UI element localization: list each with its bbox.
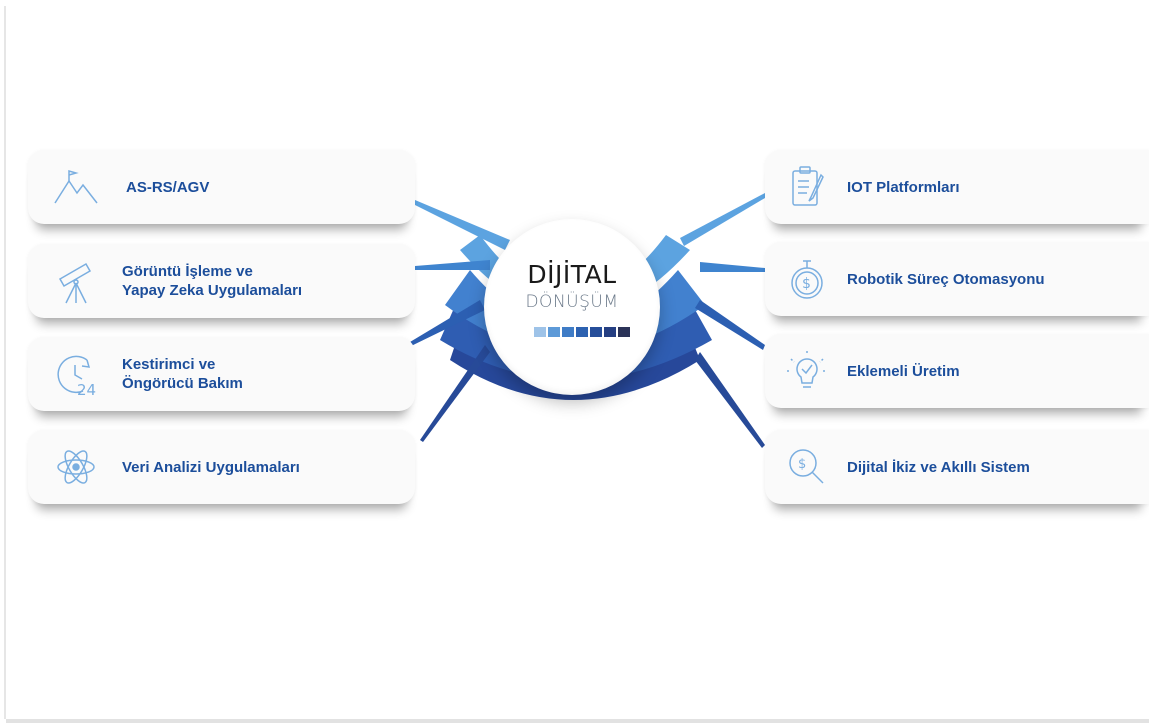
card-label: Görüntü İşleme ve Yapay Zeka Uygulamalar… [122,263,303,299]
card-veri-analizi[interactable]: Veri Analizi Uygulamaları [28,430,415,504]
card-label: Eklemeli Üretim [847,362,960,380]
svg-text:24: 24 [77,381,96,397]
connector-right-1 [680,193,765,246]
card-as-rs-agv[interactable]: AS-RS/AGV [28,150,415,224]
card-label: IOT Platformları [847,178,960,196]
central-hub: DİJİTAL DÖNÜŞÜM [484,219,660,395]
card-label: Robotik Süreç Otomasyonu [847,270,1045,288]
card-goruntu-isleme[interactable]: Görüntü İşleme ve Yapay Zeka Uygulamalar… [28,244,415,318]
color-swatch [562,327,574,337]
clock-24-icon: 24 [52,350,100,398]
card-dijital-ikiz[interactable]: $ Dijital İkiz ve Akıllı Sistem [765,430,1149,504]
card-label: AS-RS/AGV [126,178,210,196]
mountain-flag-icon [52,163,100,211]
color-swatch [618,327,630,337]
color-swatch-row [534,327,630,337]
card-iot-platformlari[interactable]: IOT Platformları [765,150,1149,224]
color-swatch [576,327,588,337]
lightbulb-check-icon [783,347,831,395]
card-kestirimci-bakim[interactable]: 24 Kestirimci ve Öngörücü Bakım [28,337,415,411]
color-swatch [590,327,602,337]
connector-right-4 [695,352,765,448]
card-eklemeli-uretim[interactable]: Eklemeli Üretim [765,334,1149,408]
connector-left-2 [415,260,490,270]
connector-right-3 [695,300,765,350]
card-label: Dijital İkiz ve Akıllı Sistem [847,458,1030,476]
svg-text:$: $ [798,457,806,472]
hub-subtitle: DÖNÜŞÜM [525,292,619,312]
color-swatch [604,327,616,337]
connector-left-1 [415,200,510,250]
hub-title: DİJİTAL [527,260,617,289]
card-label: Veri Analizi Uygulamaları [122,458,300,476]
magnifier-dollar-icon: $ [783,443,831,491]
card-robotik-surec[interactable]: $ Robotik Süreç Otomasyonu [765,242,1149,316]
stopwatch-dollar-icon: $ [783,255,831,303]
clipboard-pen-icon [783,163,831,211]
atom-icon [52,443,100,491]
connector-left-3 [405,300,485,348]
color-swatch [534,327,546,337]
connector-right-2 [700,262,765,272]
connector-left-4 [420,345,490,442]
fan-layer-4 [450,300,700,400]
card-label: Kestirimci ve Öngörücü Bakım [122,356,243,392]
telescope-icon [52,257,100,305]
svg-text:$: $ [802,276,811,292]
color-swatch [548,327,560,337]
